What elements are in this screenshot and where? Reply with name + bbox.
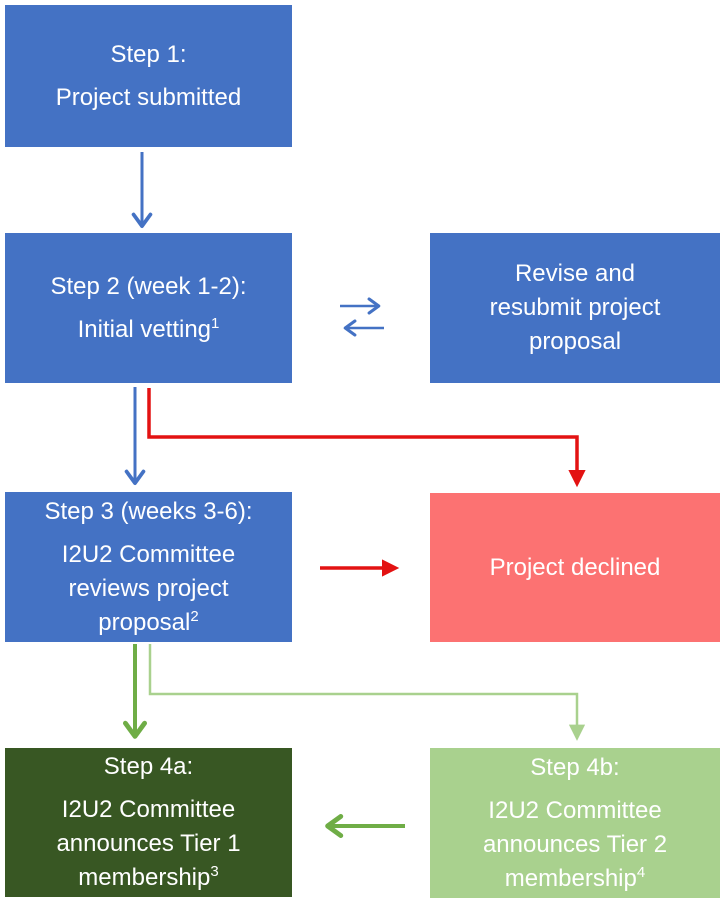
revise-body-text: Revise and resubmit project proposal xyxy=(489,260,661,355)
step2-body-text: Initial vetting xyxy=(77,315,212,343)
step4b-body-text: I2U2 Committee announces Tier 2 membersh… xyxy=(482,796,668,892)
footnote-4: 4 xyxy=(636,863,646,881)
revise-box: Revise and resubmit project proposal xyxy=(430,233,720,383)
step4b-body: I2U2 Committee announces Tier 2 membersh… xyxy=(461,794,689,896)
step2-body: Initial vetting1 xyxy=(78,313,220,347)
step4a-body: I2U2 Committee announces Tier 1 membersh… xyxy=(35,793,263,895)
step1-title: Step 1: xyxy=(110,40,187,68)
revise-body: Revise and resubmit project proposal xyxy=(483,257,668,359)
step1-box: Step 1: Project submitted xyxy=(5,5,292,147)
footnote-3: 3 xyxy=(210,863,219,880)
step3-body-text: I2U2 Committee reviews project proposal xyxy=(61,540,236,636)
step4a-box: Step 4a: I2U2 Committee announces Tier 1… xyxy=(5,748,292,897)
footnote-2: 2 xyxy=(190,607,199,625)
step4b-box: Step 4b: I2U2 Committee announces Tier 2… xyxy=(430,748,720,898)
step2-title: Step 2 (week 1-2): xyxy=(50,272,247,300)
step4a-body-text: I2U2 Committee announces Tier 1 membersh… xyxy=(56,796,241,891)
step1-body-text: Project submitted xyxy=(55,83,242,111)
step1-body: Project submitted xyxy=(56,81,241,115)
step3-title: Step 3 (weeks 3-6): xyxy=(44,497,253,525)
step4a-title: Step 4a: xyxy=(103,753,194,780)
step3-body: I2U2 Committee reviews project proposal2 xyxy=(35,538,263,640)
arrow-step2-to-declined xyxy=(147,388,586,488)
declined-body: Project declined xyxy=(490,551,661,585)
step2-box: Step 2 (week 1-2): Initial vetting1 xyxy=(5,233,292,383)
arrow-step3-to-step4b xyxy=(148,644,586,741)
declined-box: Project declined xyxy=(430,493,720,642)
footnote-1: 1 xyxy=(211,314,220,332)
step3-box: Step 3 (weeks 3-6): I2U2 Committee revie… xyxy=(5,492,292,642)
step4b-title: Step 4b: xyxy=(530,753,620,781)
declined-body-text: Project declined xyxy=(489,553,661,581)
